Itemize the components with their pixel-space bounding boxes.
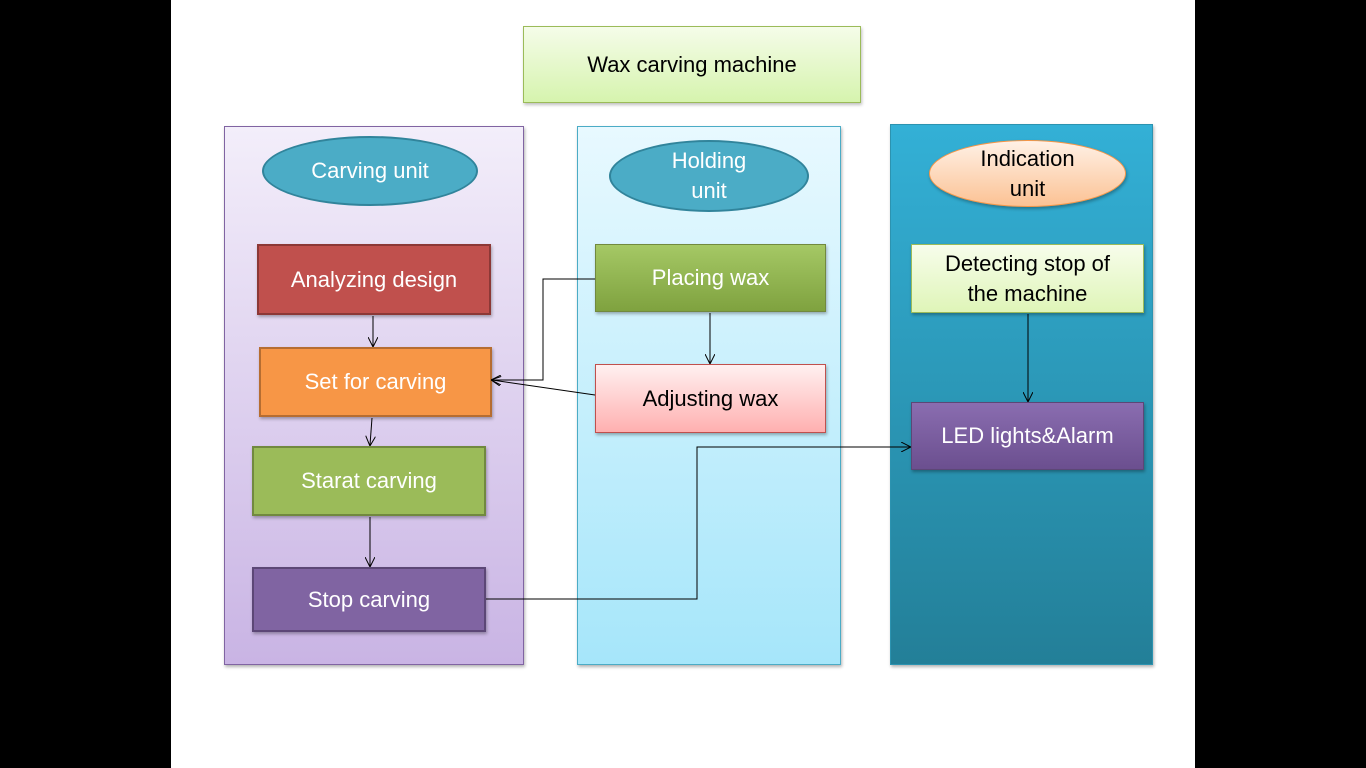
holding-unit-heading: Holding unit: [609, 140, 809, 212]
step-detecting-stop: Detecting stop of the machine: [911, 244, 1144, 313]
step-set-for-carving: Set for carving: [259, 347, 492, 417]
step-start-carving: Starat carving: [252, 446, 486, 516]
step-adjusting-wax: Adjusting wax: [595, 364, 826, 433]
step-placing-wax: Placing wax: [595, 244, 826, 312]
carving-unit-heading: Carving unit: [262, 136, 478, 206]
step-led-alarm: LED lights&Alarm: [911, 402, 1144, 470]
indication-unit-heading: Indication unit: [929, 140, 1126, 207]
diagram-title: Wax carving machine: [523, 26, 861, 103]
step-stop-carving: Stop carving: [252, 567, 486, 632]
step-analyzing-design: Analyzing design: [257, 244, 491, 315]
indication-unit-panel: [890, 124, 1153, 665]
